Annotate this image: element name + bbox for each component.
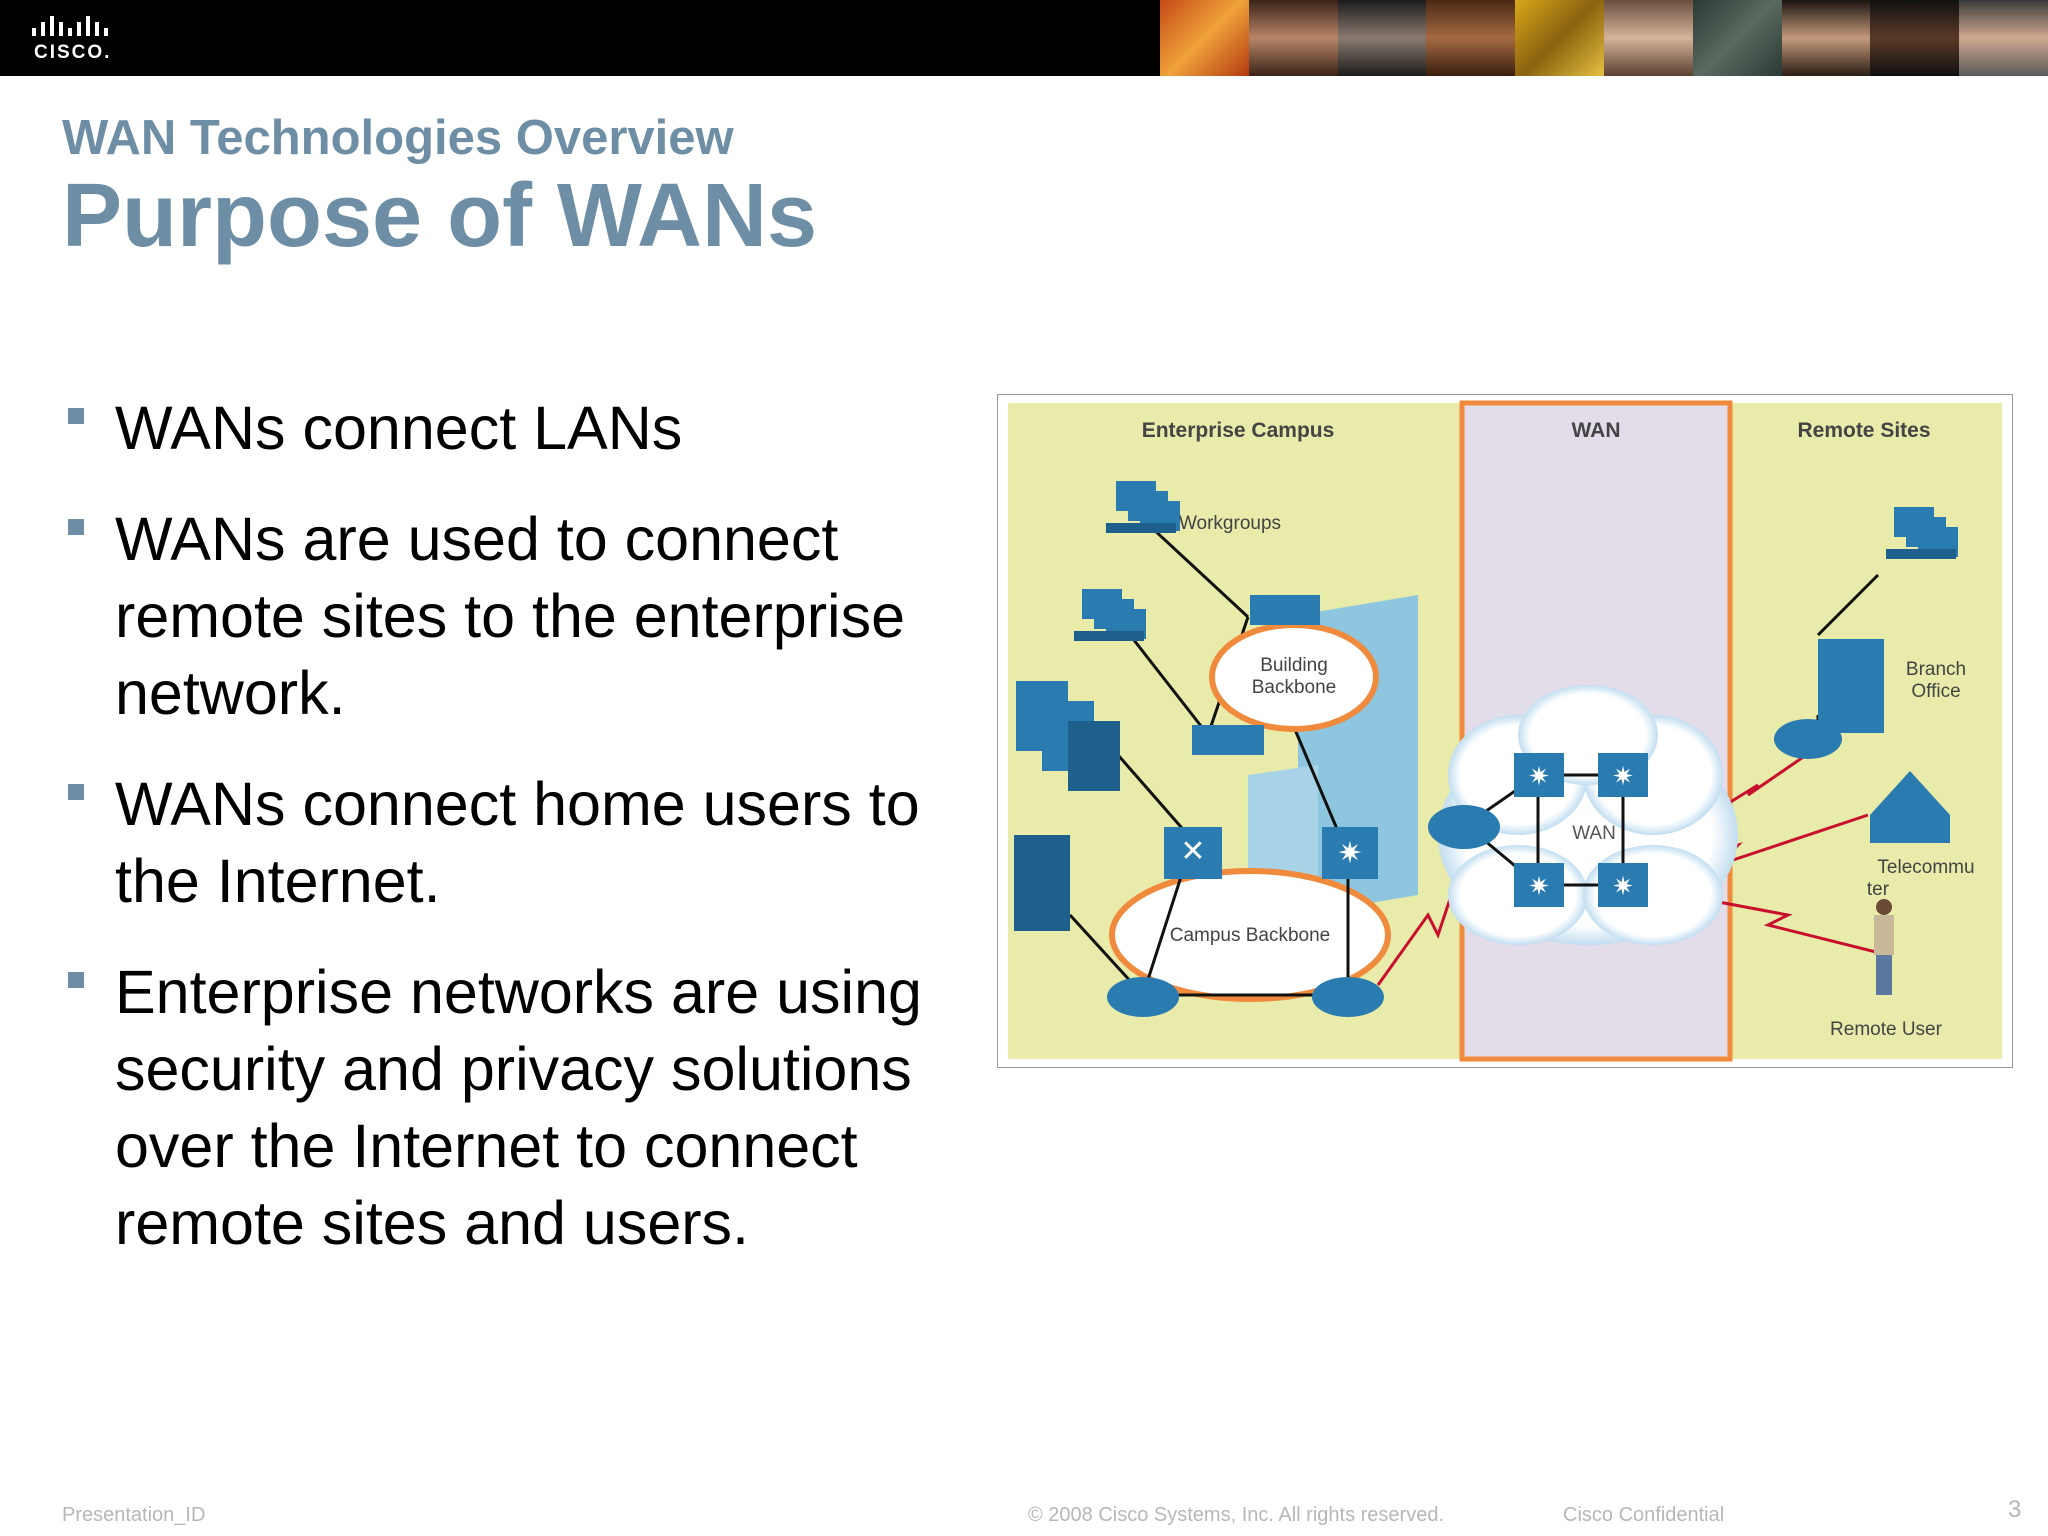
slide-title: Purpose of WANs — [62, 166, 818, 266]
wan-cloud-icon — [1438, 685, 1738, 945]
section-remote-sites: Remote Sites — [1797, 419, 1930, 442]
footer-confidential: Cisco Confidential — [1563, 1504, 1725, 1526]
bullet-list: WANs connect LANs WANs are used to conne… — [62, 390, 962, 1296]
svg-text:✷: ✷ — [1612, 872, 1634, 902]
wan-diagram: Enterprise Campus WAN Remote Sites — [997, 394, 2013, 1068]
lan-computers-icon — [1074, 589, 1146, 641]
footer-copyright: © 2008 Cisco Systems, Inc. All rights re… — [1028, 1504, 1445, 1526]
telecommuter-label-1: Telecommu — [1877, 857, 1974, 878]
remote-user-person-icon — [1874, 899, 1894, 995]
bullet-square-icon — [68, 408, 84, 424]
svg-text:✕: ✕ — [1180, 834, 1205, 869]
svg-text:✷: ✷ — [1528, 762, 1550, 792]
workgroups-label: Workgroups — [1179, 513, 1281, 534]
atm-switch-icon: ✕ — [1164, 827, 1222, 879]
footer-presentation-id: Presentation_ID — [62, 1504, 206, 1526]
slide-subtitle: WAN Technologies Overview — [62, 111, 734, 165]
building-backbone-label-1: Building — [1260, 655, 1328, 676]
telecommuter-house-icon — [1870, 771, 1950, 843]
campus-backbone-label: Campus Backbone — [1170, 925, 1331, 946]
mainframe-server-icon — [1014, 835, 1070, 931]
campus-router-left-icon — [1107, 977, 1179, 1017]
telecommuter-label-2: ter — [1867, 879, 1890, 900]
svg-text:✷: ✷ — [1528, 872, 1550, 902]
top-banner: CISCO. — [0, 0, 2048, 76]
campus-backbone-ring — [1109, 868, 1391, 1002]
cisco-logo: CISCO. — [30, 14, 120, 64]
file-servers-icon — [1016, 681, 1120, 791]
photo-person — [1337, 0, 1427, 76]
photo-person — [1959, 0, 2048, 76]
photo-strip — [1160, 0, 2048, 76]
bullet-item: WANs connect LANs — [62, 390, 962, 467]
remote-computers-icon — [1886, 507, 1958, 559]
photo-person — [1603, 0, 1693, 76]
wan-diagram-svg: Enterprise Campus WAN Remote Sites — [1008, 400, 2002, 1062]
workgroup-computers-icon — [1106, 481, 1180, 533]
building-backbone-label-2: Backbone — [1252, 677, 1337, 698]
section-wan: WAN — [1572, 419, 1621, 442]
photo-pattern — [1160, 0, 1249, 76]
wan-switch-glyphs: ✷ ✷ ✷ ✷ — [1528, 762, 1634, 902]
photo-person — [1248, 0, 1338, 76]
remote-user-label: Remote User — [1830, 1019, 1943, 1040]
photo-person — [1870, 0, 1960, 76]
multilayer-switch-icon: ✷ — [1322, 827, 1378, 879]
branch-office-label-2: Office — [1911, 681, 1960, 702]
section-enterprise-campus: Enterprise Campus — [1142, 419, 1335, 442]
bullet-item: WANs connect home users to the Internet. — [62, 766, 962, 920]
page-number: 3 — [2008, 1496, 2022, 1523]
photo-chalkboard — [1692, 0, 1782, 76]
svg-text:✷: ✷ — [1612, 762, 1634, 792]
photo-pattern — [1515, 0, 1604, 76]
bullet-square-icon — [68, 519, 84, 535]
cisco-logo-text: CISCO. — [34, 42, 112, 63]
campus-router-right-icon — [1312, 977, 1384, 1017]
bullet-square-icon — [68, 784, 84, 800]
branch-office-label-1: Branch — [1906, 659, 1966, 680]
edge-router-icon — [1428, 805, 1500, 849]
branch-router-icon — [1774, 719, 1842, 759]
building-switch-bottom-icon — [1192, 725, 1264, 755]
svg-text:✷: ✷ — [1337, 836, 1362, 871]
bullet-item: WANs are used to connect remote sites to… — [62, 501, 962, 732]
photo-person — [1781, 0, 1871, 76]
wan-switches-icon — [1514, 753, 1648, 907]
cisco-bars-icon — [32, 16, 108, 36]
building-switch-top-icon — [1250, 595, 1320, 625]
photo-person — [1426, 0, 1516, 76]
bullet-item: Enterprise networks are using security a… — [62, 954, 962, 1262]
bullet-square-icon — [68, 972, 84, 988]
wan-cloud-label: WAN — [1572, 823, 1616, 844]
branch-office-building-icon — [1818, 639, 1884, 733]
